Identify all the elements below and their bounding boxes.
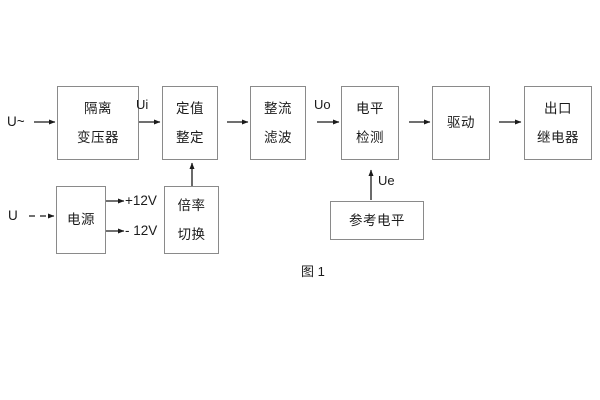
- block-drive-line-1: 驱动: [447, 115, 475, 131]
- block-multiplier-switch-line-1: 倍率: [177, 198, 206, 213]
- figure-caption: 图 1: [301, 264, 325, 279]
- block-rectify-filter: 整流 滤波: [250, 86, 306, 160]
- block-isolation-transformer-line-1: 隔离: [84, 101, 112, 116]
- block-power-supply-line-1: 电源: [67, 212, 95, 228]
- label-dc-source: U: [8, 208, 18, 223]
- label-signal-uo: Uo: [314, 97, 331, 112]
- block-multiplier-switch: 倍率 切换: [164, 186, 219, 254]
- label-positive-rail: +12V: [125, 193, 157, 208]
- block-setting-value-line-2: 整定: [176, 129, 204, 145]
- label-signal-ui: Ui: [136, 97, 149, 112]
- block-level-detection: 电平 检测: [341, 86, 399, 160]
- block-reference-level: 参考电平: [330, 201, 424, 240]
- label-negative-rail: - 12V: [125, 223, 158, 238]
- block-setting-value: 定值 整定: [162, 86, 218, 160]
- block-output-relay-line-2: 继电器: [537, 129, 579, 145]
- block-rectify-filter-line-2: 滤波: [264, 129, 292, 145]
- block-level-detection-line-2: 检测: [356, 129, 384, 145]
- label-signal-ue: Ue: [378, 173, 395, 188]
- block-level-detection-line-1: 电平: [356, 101, 384, 116]
- block-isolation-transformer-line-2: 变压器: [77, 129, 119, 145]
- block-setting-value-line-1: 定值: [176, 101, 204, 116]
- label-ac-source: U~: [7, 114, 25, 129]
- block-reference-level-line-1: 参考电平: [349, 212, 405, 228]
- block-output-relay-line-1: 出口: [544, 101, 572, 116]
- block-multiplier-switch-line-2: 切换: [177, 226, 206, 242]
- block-power-supply: 电源: [56, 186, 106, 254]
- block-drive: 驱动: [432, 86, 490, 160]
- block-isolation-transformer: 隔离 变压器: [57, 86, 139, 160]
- block-rectify-filter-line-1: 整流: [264, 101, 292, 116]
- block-output-relay: 出口 继电器: [524, 86, 592, 160]
